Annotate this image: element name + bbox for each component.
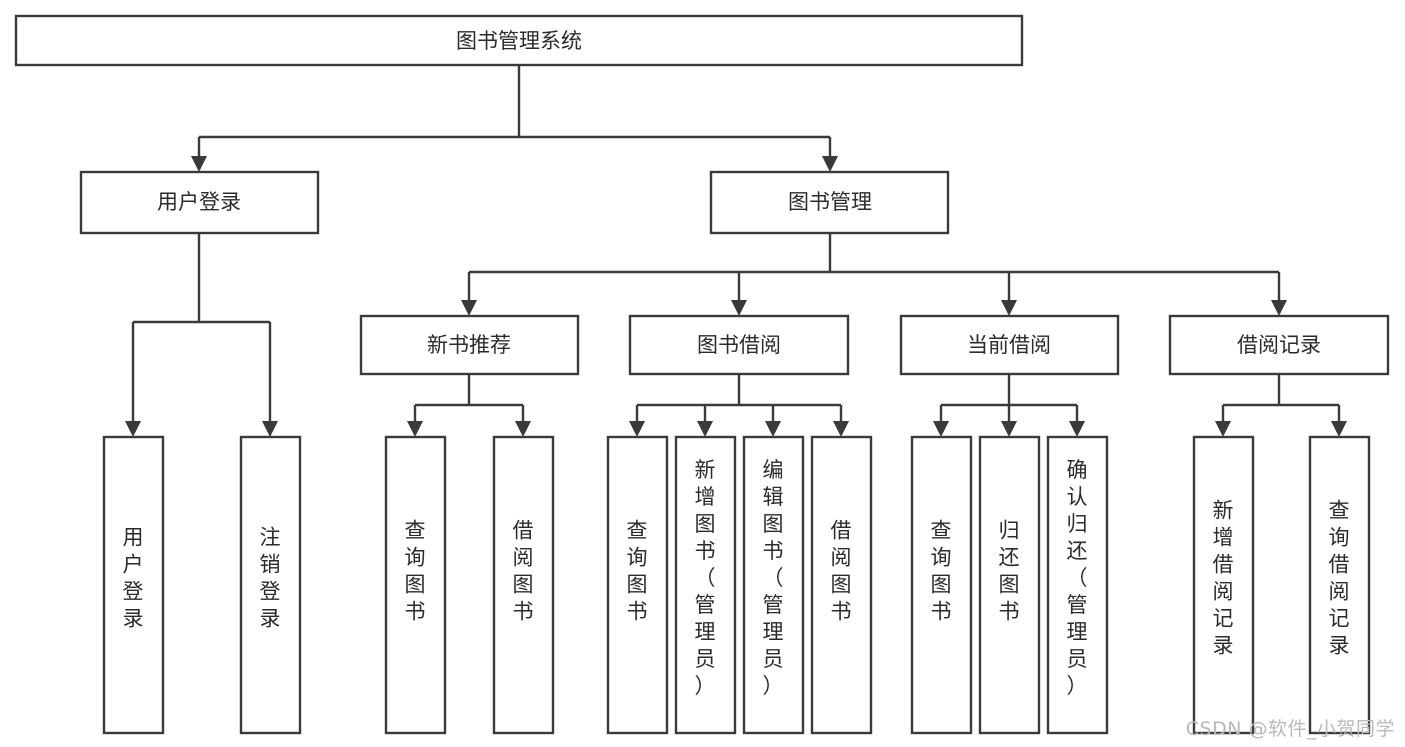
node-root-box[interactable] xyxy=(14,14,1024,67)
node-leaf-return-book[interactable]: 归还图书 xyxy=(978,435,1041,735)
node-leaf-query-book-3-label: 查询图书 xyxy=(931,519,952,624)
node-leaf-add-record-label: 新增借阅记录 xyxy=(1213,499,1234,658)
node-current-borrow-label: 当前借阅 xyxy=(967,333,1051,357)
node-leaf-add-book-label: 新增图书（管理员） xyxy=(695,458,716,698)
node-book-borrow-box[interactable] xyxy=(628,314,850,376)
node-leaf-return-book-label: 归还图书 xyxy=(999,519,1020,624)
arrow-head-leaf-add-book xyxy=(697,421,713,437)
node-leaf-confirm-return[interactable]: 确认归还（管理员） xyxy=(1046,435,1109,735)
node-book-management-box[interactable] xyxy=(709,170,950,235)
node-book-management[interactable]: 图书管理 xyxy=(709,170,950,235)
node-leaf-add-book-box[interactable] xyxy=(674,435,737,735)
node-leaf-add-book[interactable]: 新增图书（管理员） xyxy=(674,435,737,735)
arrow-head-leaf-query-book-2 xyxy=(629,421,645,437)
node-leaf-query-record-label: 查询借阅记录 xyxy=(1329,499,1350,658)
arrow-head-current-borrow xyxy=(1001,300,1017,316)
node-leaf-borrow-book-2-label: 借阅图书 xyxy=(831,519,852,624)
node-borrow-record-box[interactable] xyxy=(1168,314,1390,376)
node-leaf-edit-book-label: 编辑图书（管理员） xyxy=(763,458,784,698)
node-root-label: 图书管理系统 xyxy=(456,29,582,53)
node-leaf-return-book-box[interactable] xyxy=(978,435,1041,735)
arrow-head-leaf-return-book xyxy=(1001,421,1017,437)
node-leaf-query-record-box[interactable] xyxy=(1308,435,1371,735)
arrow-head-user-login xyxy=(191,156,207,172)
node-leaf-borrow-book-1[interactable]: 借阅图书 xyxy=(492,435,555,735)
node-book-borrow[interactable]: 图书借阅 xyxy=(628,314,850,376)
node-new-book-recommend-label: 新书推荐 xyxy=(427,333,511,357)
node-leaf-user-login-box[interactable] xyxy=(102,435,165,735)
node-new-book-recommend-box[interactable] xyxy=(359,314,580,376)
node-leaf-edit-book[interactable]: 编辑图书（管理员） xyxy=(742,435,805,735)
connectors-layer xyxy=(125,66,1347,437)
node-leaf-logout-login[interactable]: 注销登录 xyxy=(239,435,302,735)
arrow-head-new-book-recommend xyxy=(461,300,477,316)
node-leaf-query-record[interactable]: 查询借阅记录 xyxy=(1308,435,1371,735)
node-root-system[interactable]: 图书管理系统 xyxy=(14,14,1024,67)
node-leaf-query-book-2[interactable]: 查询图书 xyxy=(606,435,669,735)
node-leaf-query-book-2-box[interactable] xyxy=(606,435,669,735)
arrow-head-leaf-add-record xyxy=(1215,421,1231,437)
node-leaf-query-book-3[interactable]: 查询图书 xyxy=(910,435,973,735)
arrow-head-leaf-borrow-book-1 xyxy=(515,421,531,437)
arrow-head-leaf-borrow-book-2 xyxy=(833,421,849,437)
node-leaf-confirm-return-box[interactable] xyxy=(1046,435,1109,735)
csdn-watermark: CSDN @软件_小贺同学 xyxy=(1185,718,1395,740)
node-leaf-query-book-1-label: 查询图书 xyxy=(405,519,426,624)
node-leaf-borrow-book-2[interactable]: 借阅图书 xyxy=(810,435,873,735)
arrow-head-leaf-user-login xyxy=(125,421,141,437)
arrow-head-leaf-confirm-return xyxy=(1069,421,1085,437)
arrow-head-borrow-record xyxy=(1271,300,1287,316)
arrow-head-leaf-edit-book xyxy=(765,421,781,437)
node-leaf-query-book-3-box[interactable] xyxy=(910,435,973,735)
arrow-head-leaf-query-book-3 xyxy=(933,421,949,437)
node-user-login-label: 用户登录 xyxy=(157,190,241,214)
node-leaf-logout-login-box[interactable] xyxy=(239,435,302,735)
arrow-head-leaf-logout-login xyxy=(262,421,278,437)
node-leaf-user-login-label: 用户登录 xyxy=(123,526,144,631)
node-leaf-add-record-box[interactable] xyxy=(1192,435,1255,735)
leaf-nodes-layer: 用户登录 注销登录 查询图书 借阅图书 查询图书 新增图书（管理员） xyxy=(102,435,1371,735)
node-new-book-recommend[interactable]: 新书推荐 xyxy=(359,314,580,376)
arrow-head-leaf-query-book-1 xyxy=(407,421,423,437)
node-user-login-box[interactable] xyxy=(79,170,320,235)
arrow-head-book-borrow xyxy=(731,300,747,316)
node-leaf-borrow-book-1-box[interactable] xyxy=(492,435,555,735)
node-leaf-confirm-return-label: 确认归还（管理员） xyxy=(1067,458,1088,698)
node-leaf-query-book-1-box[interactable] xyxy=(384,435,447,735)
node-current-borrow[interactable]: 当前借阅 xyxy=(899,314,1120,376)
node-book-borrow-label: 图书借阅 xyxy=(697,333,781,357)
node-leaf-logout-login-label: 注销登录 xyxy=(260,526,281,631)
node-user-login[interactable]: 用户登录 xyxy=(79,170,320,235)
node-leaf-borrow-book-2-box[interactable] xyxy=(810,435,873,735)
node-leaf-query-book-2-label: 查询图书 xyxy=(627,519,648,624)
node-leaf-query-book-1[interactable]: 查询图书 xyxy=(384,435,447,735)
node-borrow-record[interactable]: 借阅记录 xyxy=(1168,314,1390,376)
arrow-head-book-management xyxy=(822,156,838,172)
arrow-head-leaf-query-record xyxy=(1331,421,1347,437)
node-borrow-record-label: 借阅记录 xyxy=(1237,333,1321,357)
node-book-management-label: 图书管理 xyxy=(788,190,872,214)
node-leaf-edit-book-box[interactable] xyxy=(742,435,805,735)
node-current-borrow-box[interactable] xyxy=(899,314,1120,376)
node-leaf-user-login[interactable]: 用户登录 xyxy=(102,435,165,735)
node-leaf-borrow-book-1-label: 借阅图书 xyxy=(513,519,534,624)
node-leaf-add-record[interactable]: 新增借阅记录 xyxy=(1192,435,1255,735)
